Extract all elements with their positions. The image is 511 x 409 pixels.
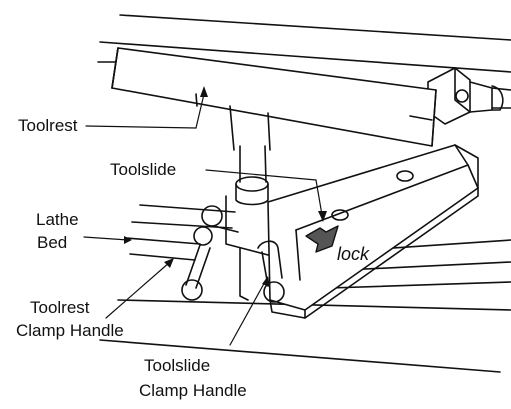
toolslide-clamp-leader-arrowhead <box>262 276 270 287</box>
toolslide-leader-arrowhead <box>318 211 327 222</box>
toolslide-clamp-label-line2: Clamp Handle <box>139 381 247 400</box>
toolrest-bar <box>111 47 437 151</box>
lock-direction-arrow <box>305 225 339 253</box>
toolslide-label: Toolslide <box>110 160 177 179</box>
tailstock-spindle <box>427 67 511 125</box>
lathe-bed-label-line1: Lathe <box>36 210 79 229</box>
toolrest-label: Toolrest <box>18 116 78 135</box>
lathe-bed-leader-arrowhead <box>124 236 132 244</box>
lathe-bed-ways <box>97 14 511 373</box>
toolrest-clamp-label-line1: Toolrest <box>30 298 90 317</box>
toolslide-clamp-label-line1: Toolslide <box>144 356 211 375</box>
toolslide-body <box>267 144 479 319</box>
toolrest-clamp-label-line2: Clamp Handle <box>16 321 124 340</box>
toolrest-clamp-leader-arrowhead <box>164 258 174 268</box>
toolrest-clamp-handle <box>181 205 239 301</box>
leader-lines <box>83 93 323 346</box>
lathe-bed-label-line2: Bed <box>37 233 68 252</box>
toolrest-leader-arrowhead <box>200 86 208 97</box>
lock-label: lock <box>337 244 370 264</box>
